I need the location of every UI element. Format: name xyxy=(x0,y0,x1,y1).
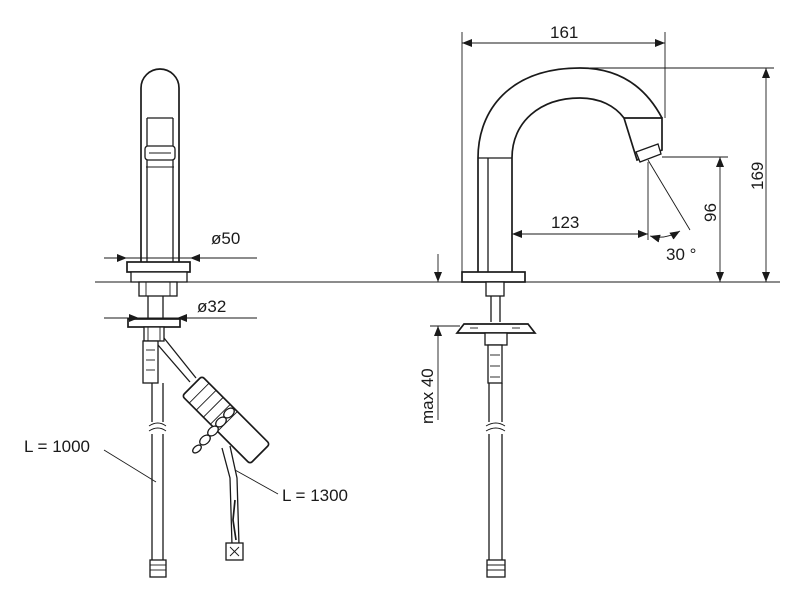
label-shank-diameter: ø32 xyxy=(197,297,226,316)
shank-top xyxy=(138,281,178,297)
front-view xyxy=(126,68,270,578)
label-cable-length: L = 1300 xyxy=(282,486,348,505)
leader-hose-length: L = 1000 xyxy=(24,437,157,483)
base-rosette xyxy=(126,261,191,273)
dim-angle: 30 ° xyxy=(647,159,696,264)
label-angle: 30 ° xyxy=(666,245,696,264)
dim-shank-diameter: ø32 xyxy=(104,297,257,322)
side-mounting-plate xyxy=(455,323,537,334)
side-nut xyxy=(484,332,508,346)
side-stud xyxy=(487,344,503,384)
label-max-thickness: max 40 xyxy=(418,368,437,424)
base-plate xyxy=(130,271,188,283)
label-spout-width: 161 xyxy=(550,23,578,42)
dim-spout-width: 161 xyxy=(461,23,666,272)
label-spout-reach: 123 xyxy=(551,213,579,232)
label-outlet-height: 96 xyxy=(701,203,720,222)
front-body xyxy=(140,68,180,262)
dim-spout-reach: 123 xyxy=(512,162,649,240)
dim-total-height: 169 xyxy=(590,67,774,282)
side-base xyxy=(461,271,526,283)
side-view xyxy=(455,67,663,578)
spout-inner xyxy=(511,97,625,272)
dim-outlet-height: 96 xyxy=(662,156,728,282)
chain xyxy=(192,407,235,454)
side-shank-top xyxy=(485,281,505,297)
leader-cable-length: L = 1300 xyxy=(234,469,348,505)
stud xyxy=(142,340,159,384)
spout-outer xyxy=(477,67,663,272)
hose-connector xyxy=(149,559,167,578)
side-hose-connector xyxy=(486,559,506,578)
mounting-plate xyxy=(127,318,181,328)
label-hose-length: L = 1000 xyxy=(24,437,90,456)
outlet xyxy=(635,143,662,163)
dim-max-thickness: max 40 xyxy=(418,254,460,424)
label-base-diameter: ø50 xyxy=(211,229,240,248)
dim-base-diameter: ø50 xyxy=(104,229,257,262)
nut xyxy=(143,326,165,342)
label-total-height: 169 xyxy=(748,162,767,190)
